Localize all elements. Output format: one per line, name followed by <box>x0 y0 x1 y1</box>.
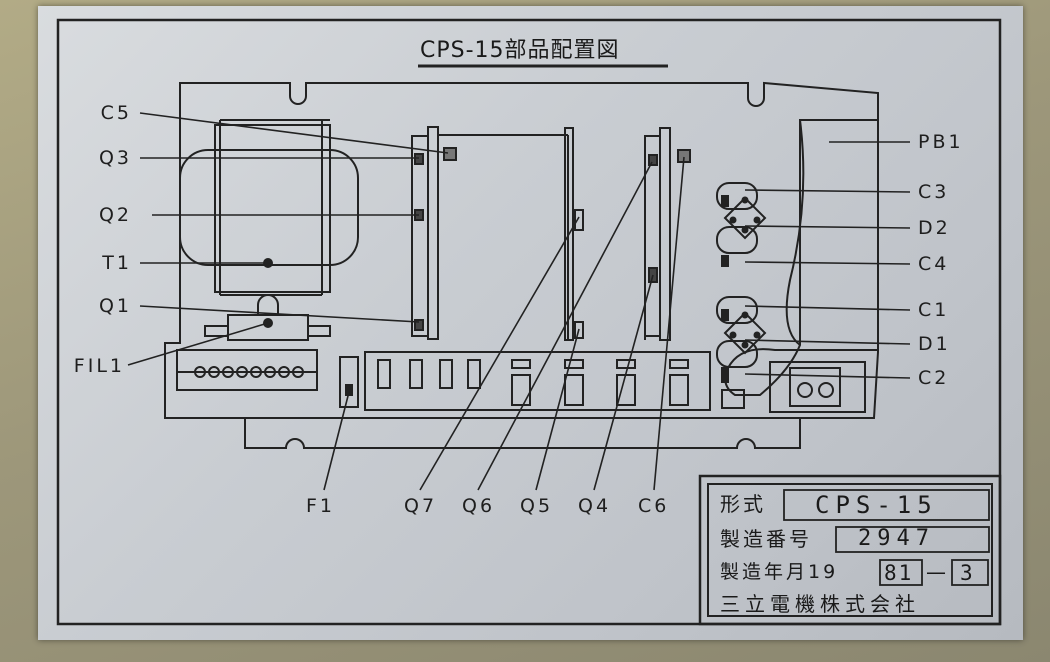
spec-maker: 三立電機株式会社 <box>720 592 920 616</box>
label-c2: C2 <box>918 367 950 389</box>
label-fil1: FIL1 <box>73 355 125 377</box>
leader-lines <box>127 112 911 491</box>
spec-serial-value: 2947 <box>858 526 935 551</box>
transformer-t1 <box>179 119 359 296</box>
connector-strip <box>364 351 745 411</box>
spec-model-label: 形式 <box>720 492 766 516</box>
spec-model-value: CPS-15 <box>815 491 938 519</box>
label-c5: C5 <box>100 102 132 124</box>
spec-year: 81 <box>884 561 914 585</box>
label-t1: T1 <box>102 252 132 274</box>
label-d1: D1 <box>918 333 951 355</box>
label-c1: C1 <box>918 299 950 321</box>
chassis-flange <box>244 418 801 449</box>
terminal-strip-right <box>769 361 866 413</box>
label-q5: Q5 <box>520 495 554 517</box>
label-q7: Q7 <box>404 495 438 517</box>
label-q6: Q6 <box>462 495 496 517</box>
label-f1: F1 <box>306 495 336 517</box>
label-d2: D2 <box>918 217 951 239</box>
pcb-pb1-outline <box>724 119 879 396</box>
chassis-outline <box>164 81 879 419</box>
heatsink-board-left <box>411 126 584 341</box>
terminal-strip-left <box>176 349 318 391</box>
spec-box <box>698 474 1002 626</box>
bridge-d2-group <box>716 182 767 267</box>
fuse-f1 <box>339 356 359 408</box>
name-plate <box>38 6 1023 640</box>
label-q3: Q3 <box>98 147 132 169</box>
label-q4: Q4 <box>578 495 612 517</box>
bridge-d1-group <box>716 296 767 383</box>
label-c6: C6 <box>638 495 670 517</box>
plate-border <box>56 18 1002 626</box>
spec-serial-label: 製造番号 <box>720 527 812 551</box>
label-c4: C4 <box>918 253 950 275</box>
fuse-holder-fil1 <box>204 294 331 341</box>
spec-date-dash: — <box>926 560 946 584</box>
spec-month: 3 <box>960 561 979 585</box>
label-q2: Q2 <box>98 204 132 226</box>
spec-date-label: 製造年月19 <box>720 561 839 583</box>
label-q1: Q1 <box>98 295 132 317</box>
diagram-title: CPS-15部品配置図 <box>420 38 620 63</box>
label-pb1: PB1 <box>918 131 964 153</box>
label-c3: C3 <box>918 181 950 203</box>
